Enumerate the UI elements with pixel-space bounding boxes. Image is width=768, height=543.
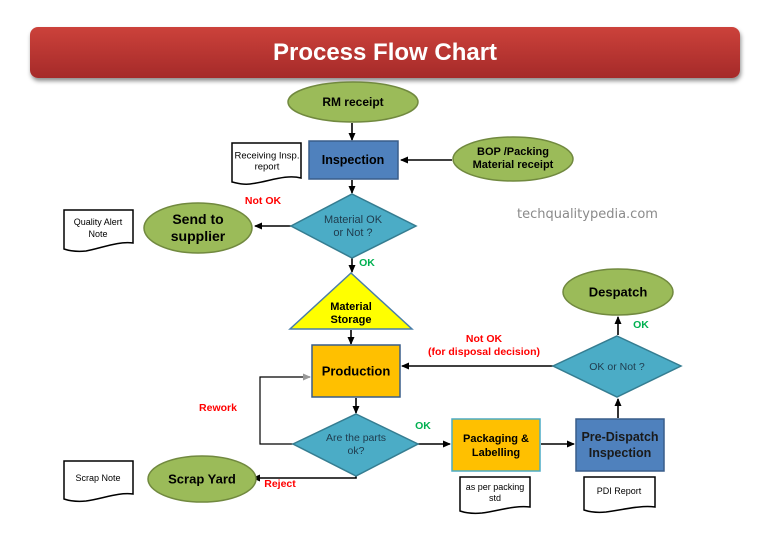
svg-text:Material: Material	[330, 301, 372, 313]
decision-parts-ok: Are the parts ok?	[291, 413, 420, 477]
node-bop-packing-receipt: BOP /Packing Material receipt	[452, 136, 574, 182]
label-ok-storage: OK	[359, 257, 375, 269]
svg-text:Packaging &: Packaging &	[463, 433, 529, 445]
label-ok-packaging: OK	[415, 420, 431, 432]
svg-text:Scrap Note: Scrap Note	[75, 473, 120, 483]
node-rm-receipt: RM receipt	[287, 81, 419, 123]
page-title: Process Flow Chart	[272, 38, 498, 66]
decision-material-ok: Material OK or Not ?	[289, 193, 418, 259]
svg-text:Are the parts: Are the parts	[326, 432, 386, 444]
node-packaging-labelling: Packaging & Labelling	[451, 418, 541, 472]
doc-packing-std: as per packing std	[459, 476, 531, 515]
svg-text:Quality Alert: Quality Alert	[74, 217, 123, 227]
node-inspection: Inspection	[308, 140, 399, 180]
doc-quality-alert-note: Quality Alert Note	[63, 209, 134, 253]
svg-text:BOP /Packing: BOP /Packing	[477, 146, 549, 158]
node-despatch: Despatch	[562, 268, 674, 316]
label-ok-despatch: OK	[633, 319, 649, 331]
svg-text:Inspection: Inspection	[322, 153, 385, 167]
node-pre-dispatch-inspection: Pre-Dispatch Inspection	[575, 418, 665, 472]
svg-text:Production: Production	[322, 364, 391, 379]
svg-text:Storage: Storage	[331, 314, 372, 326]
node-send-to-supplier: Send to supplier	[143, 202, 253, 254]
label-not-ok-disposal: Not OK	[466, 333, 503, 345]
svg-text:report: report	[255, 162, 280, 173]
decision-ok-or-not: OK or Not ?	[551, 335, 683, 398]
node-material-storage: Material Storage	[288, 271, 414, 330]
title-banner: Process Flow Chart	[30, 27, 740, 78]
svg-text:supplier: supplier	[171, 228, 226, 244]
svg-text:std: std	[489, 493, 501, 503]
svg-text:ok?: ok?	[348, 445, 365, 457]
svg-text:as per packing: as per packing	[466, 482, 525, 492]
rm-receipt-label: RM receipt	[322, 95, 383, 109]
doc-pdi-report: PDI Report	[583, 476, 656, 514]
doc-receiving-insp-report: Receiving Insp. report	[231, 142, 302, 185]
svg-text:or Not ?: or Not ?	[333, 227, 372, 239]
svg-text:OK or Not ?: OK or Not ?	[589, 361, 645, 373]
label-rework: Rework	[199, 402, 237, 414]
node-scrap-yard: Scrap Yard	[147, 455, 257, 503]
svg-text:Inspection: Inspection	[589, 446, 652, 460]
svg-text:Send to: Send to	[172, 211, 223, 227]
svg-text:PDI Report: PDI Report	[597, 486, 642, 496]
svg-text:Pre-Dispatch: Pre-Dispatch	[581, 430, 658, 444]
svg-text:Despatch: Despatch	[589, 285, 648, 300]
label-reject: Reject	[264, 478, 296, 490]
watermark: techqualitypedia.com	[517, 207, 658, 222]
svg-text:Scrap Yard: Scrap Yard	[168, 472, 236, 487]
node-production: Production	[311, 344, 401, 398]
label-disposal-decision: (for disposal decision)	[428, 346, 540, 358]
svg-text:Receiving Insp.: Receiving Insp.	[235, 151, 300, 162]
svg-text:Note: Note	[88, 229, 107, 239]
label-not-ok-supplier: Not OK	[245, 195, 282, 207]
doc-scrap-note: Scrap Note	[63, 460, 134, 503]
svg-text:Material OK: Material OK	[324, 214, 383, 226]
svg-text:Material receipt: Material receipt	[473, 159, 554, 171]
edge-rework-loop	[259, 373, 311, 445]
svg-text:Labelling: Labelling	[472, 447, 520, 459]
